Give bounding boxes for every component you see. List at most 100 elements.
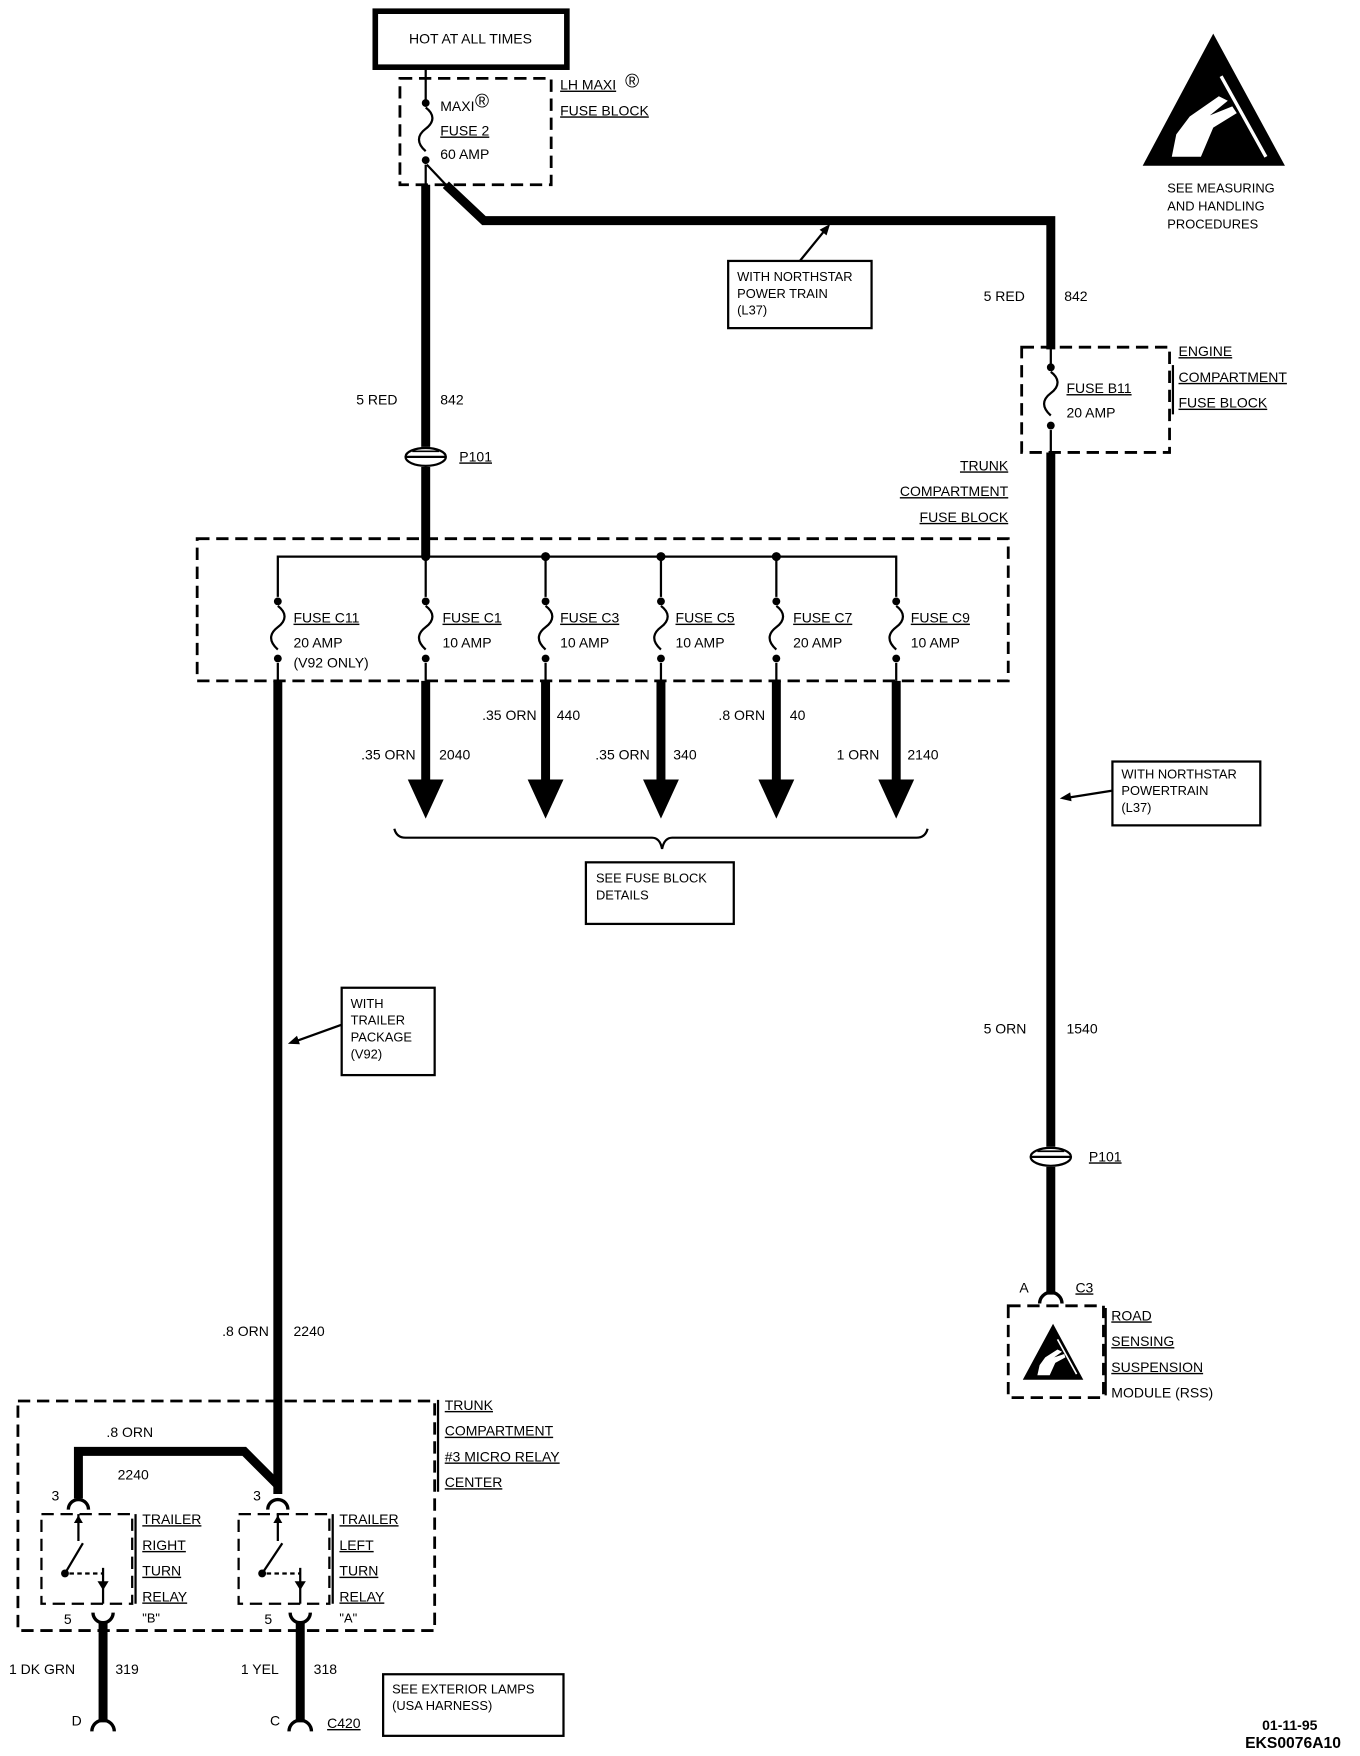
fuse-terminal — [421, 597, 430, 606]
fuse-terminal — [421, 654, 430, 663]
note-pointer — [297, 1023, 343, 1042]
engine-block-name: COMPARTMENT — [1179, 369, 1288, 385]
note-pointer-arrowhead — [819, 223, 831, 236]
relay-pivot — [61, 1569, 69, 1578]
note-line: POWER TRAIN — [737, 286, 828, 301]
fuse-symbol — [888, 604, 905, 651]
splice-dot — [656, 552, 666, 562]
fuse-c1: FUSE C1 10 AMP — [417, 597, 502, 681]
trailer-left-turn-relay: 3 5 TRAILER LEFT TURN RELAY "A" — [237, 1488, 399, 1627]
note-line: (L37) — [1121, 800, 1151, 815]
maxi-fuse-rating: 60 AMP — [440, 146, 489, 162]
relay-center-name: COMPARTMENT — [445, 1423, 554, 1439]
wire-2140-circuit: 2140 — [907, 746, 938, 762]
fuse-note: (V92 ONLY) — [294, 654, 369, 670]
note-line: SEE FUSE BLOCK — [596, 870, 707, 885]
wire-440-circuit: 440 — [557, 707, 581, 723]
note-line: (L37) — [737, 303, 767, 318]
fuse-c11: FUSE C11 20 AMP (V92 ONLY) — [269, 597, 369, 681]
wire-2040-gauge: .35 ORN — [361, 746, 415, 762]
splice-dot — [541, 552, 551, 562]
note-line: (V92) — [351, 1046, 382, 1061]
jumper-circuit: 2240 — [118, 1466, 149, 1482]
rss-name: SUSPENSION — [1111, 1359, 1203, 1375]
note-line: WITH NORTHSTAR — [737, 269, 852, 284]
note-pointer — [798, 229, 826, 262]
relay-designator: "B" — [142, 1611, 160, 1626]
relay-output-wires: 1 DK GRN 319 D 1 YEL 318 C C420 — [9, 1621, 361, 1732]
relay-outline — [237, 1512, 331, 1605]
lh-maxi-fuse-block-outline — [398, 76, 553, 187]
terminal-connector-symbol — [288, 1612, 312, 1625]
trunk-block-name: FUSE BLOCK — [920, 509, 1009, 525]
wire-319-circuit: 319 — [115, 1661, 139, 1677]
relay-input-terminal: 3 — [52, 1488, 60, 1504]
trunk-fuse-block-outline — [195, 537, 1010, 683]
trailer-right-turn-relay: 3 5 TRAILER RIGHT TURN RELAY "B" — [40, 1488, 201, 1627]
maxi-fuse-branch — [426, 163, 447, 186]
fuse-c9: FUSE C9 10 AMP — [888, 597, 970, 681]
wire-842-left-circuit: 842 — [440, 391, 464, 407]
note-line: (USA HARNESS) — [392, 1698, 492, 1713]
esd-notice-line: PROCEDURES — [1167, 216, 1258, 231]
note-box — [584, 861, 735, 926]
c420-label: C420 — [327, 1715, 361, 1731]
fuse-name: FUSE C1 — [443, 610, 502, 626]
rss-name: MODULE (RSS) — [1111, 1385, 1213, 1401]
fuse-b11-symbol — [1042, 370, 1059, 417]
relay-name: LEFT — [339, 1537, 374, 1553]
note-box — [382, 1673, 565, 1737]
fuse-rating: 10 AMP — [911, 634, 960, 650]
wire-318-gauge: 1 YEL — [241, 1661, 279, 1677]
registered-mark: ® — [475, 92, 489, 113]
wire-2240-gauge: .8 ORN — [222, 1323, 269, 1339]
wire-340-gauge: .35 ORN — [595, 746, 649, 762]
wire-2240-jumper — [73, 1446, 281, 1499]
maxi-fuse-symbol — [417, 106, 434, 153]
power-source-label: HOT AT ALL TIMES — [409, 31, 532, 47]
power-source: HOT AT ALL TIMES — [372, 8, 570, 70]
lh-maxi-fuse-block: MAXI ® FUSE 2 60 AMP LH MAXI ® FUSE BLOC… — [398, 69, 649, 187]
note-pointer-arrowhead — [1059, 792, 1072, 802]
fuse-block-details-note: SEE FUSE BLOCK DETAILS — [584, 861, 735, 926]
esd-warning-icon — [1142, 33, 1285, 166]
p101-right-connector — [1029, 1146, 1073, 1167]
terminal-connector-symbol — [91, 1612, 115, 1625]
p101-left-connector — [404, 446, 447, 467]
fuse-rating: 20 AMP — [793, 634, 842, 650]
lh-maxi-block-name: LH MAXI — [560, 77, 616, 93]
relay-designator: "A" — [339, 1611, 357, 1626]
relay-name: RELAY — [339, 1588, 385, 1604]
engine-block-name: ENGINE — [1179, 343, 1233, 359]
wire-440-gauge: .35 ORN — [482, 707, 536, 723]
fuse-name: FUSE C9 — [911, 610, 970, 626]
note-box — [340, 986, 436, 1077]
fuse-terminal — [892, 597, 901, 606]
fuse-symbol — [653, 604, 669, 651]
relay-name: TRAILER — [142, 1511, 201, 1527]
note-line: SEE EXTERIOR LAMPS — [392, 1681, 534, 1696]
trunk-block-name: TRUNK — [960, 457, 1009, 473]
note-line: WITH — [351, 996, 384, 1011]
p101-left-label: P101 — [459, 448, 492, 464]
relay-switch-blade — [64, 1542, 84, 1575]
fuse-output-wires: .35 ORN 2040 .35 ORN 440 .35 ORN 340 .8 … — [361, 680, 939, 850]
esd-warning-icon — [1022, 1323, 1084, 1380]
maxi-fuse-name: FUSE 2 — [440, 123, 489, 139]
fuse-c5: FUSE C5 10 AMP — [653, 597, 735, 681]
wire-2140-arrowhead — [878, 779, 915, 819]
fuse-bus — [276, 555, 898, 597]
fuse-b11-name: FUSE B11 — [1066, 380, 1131, 396]
fuse-symbol — [269, 604, 286, 651]
note-pointer-arrowhead — [287, 1035, 300, 1045]
c420-cavity-c: C — [270, 1713, 280, 1729]
power-source-box — [372, 8, 570, 70]
fuse-name: FUSE C7 — [793, 610, 852, 626]
relay-name: RELAY — [142, 1588, 188, 1604]
fuse-rating: 10 AMP — [443, 634, 492, 650]
relay-output-terminal: 5 — [64, 1611, 72, 1627]
fuse-terminal — [273, 654, 282, 663]
note-box — [727, 259, 873, 330]
terminal-connector-symbol — [66, 1497, 91, 1510]
relay-center-name: #3 MICRO RELAY — [445, 1448, 561, 1464]
